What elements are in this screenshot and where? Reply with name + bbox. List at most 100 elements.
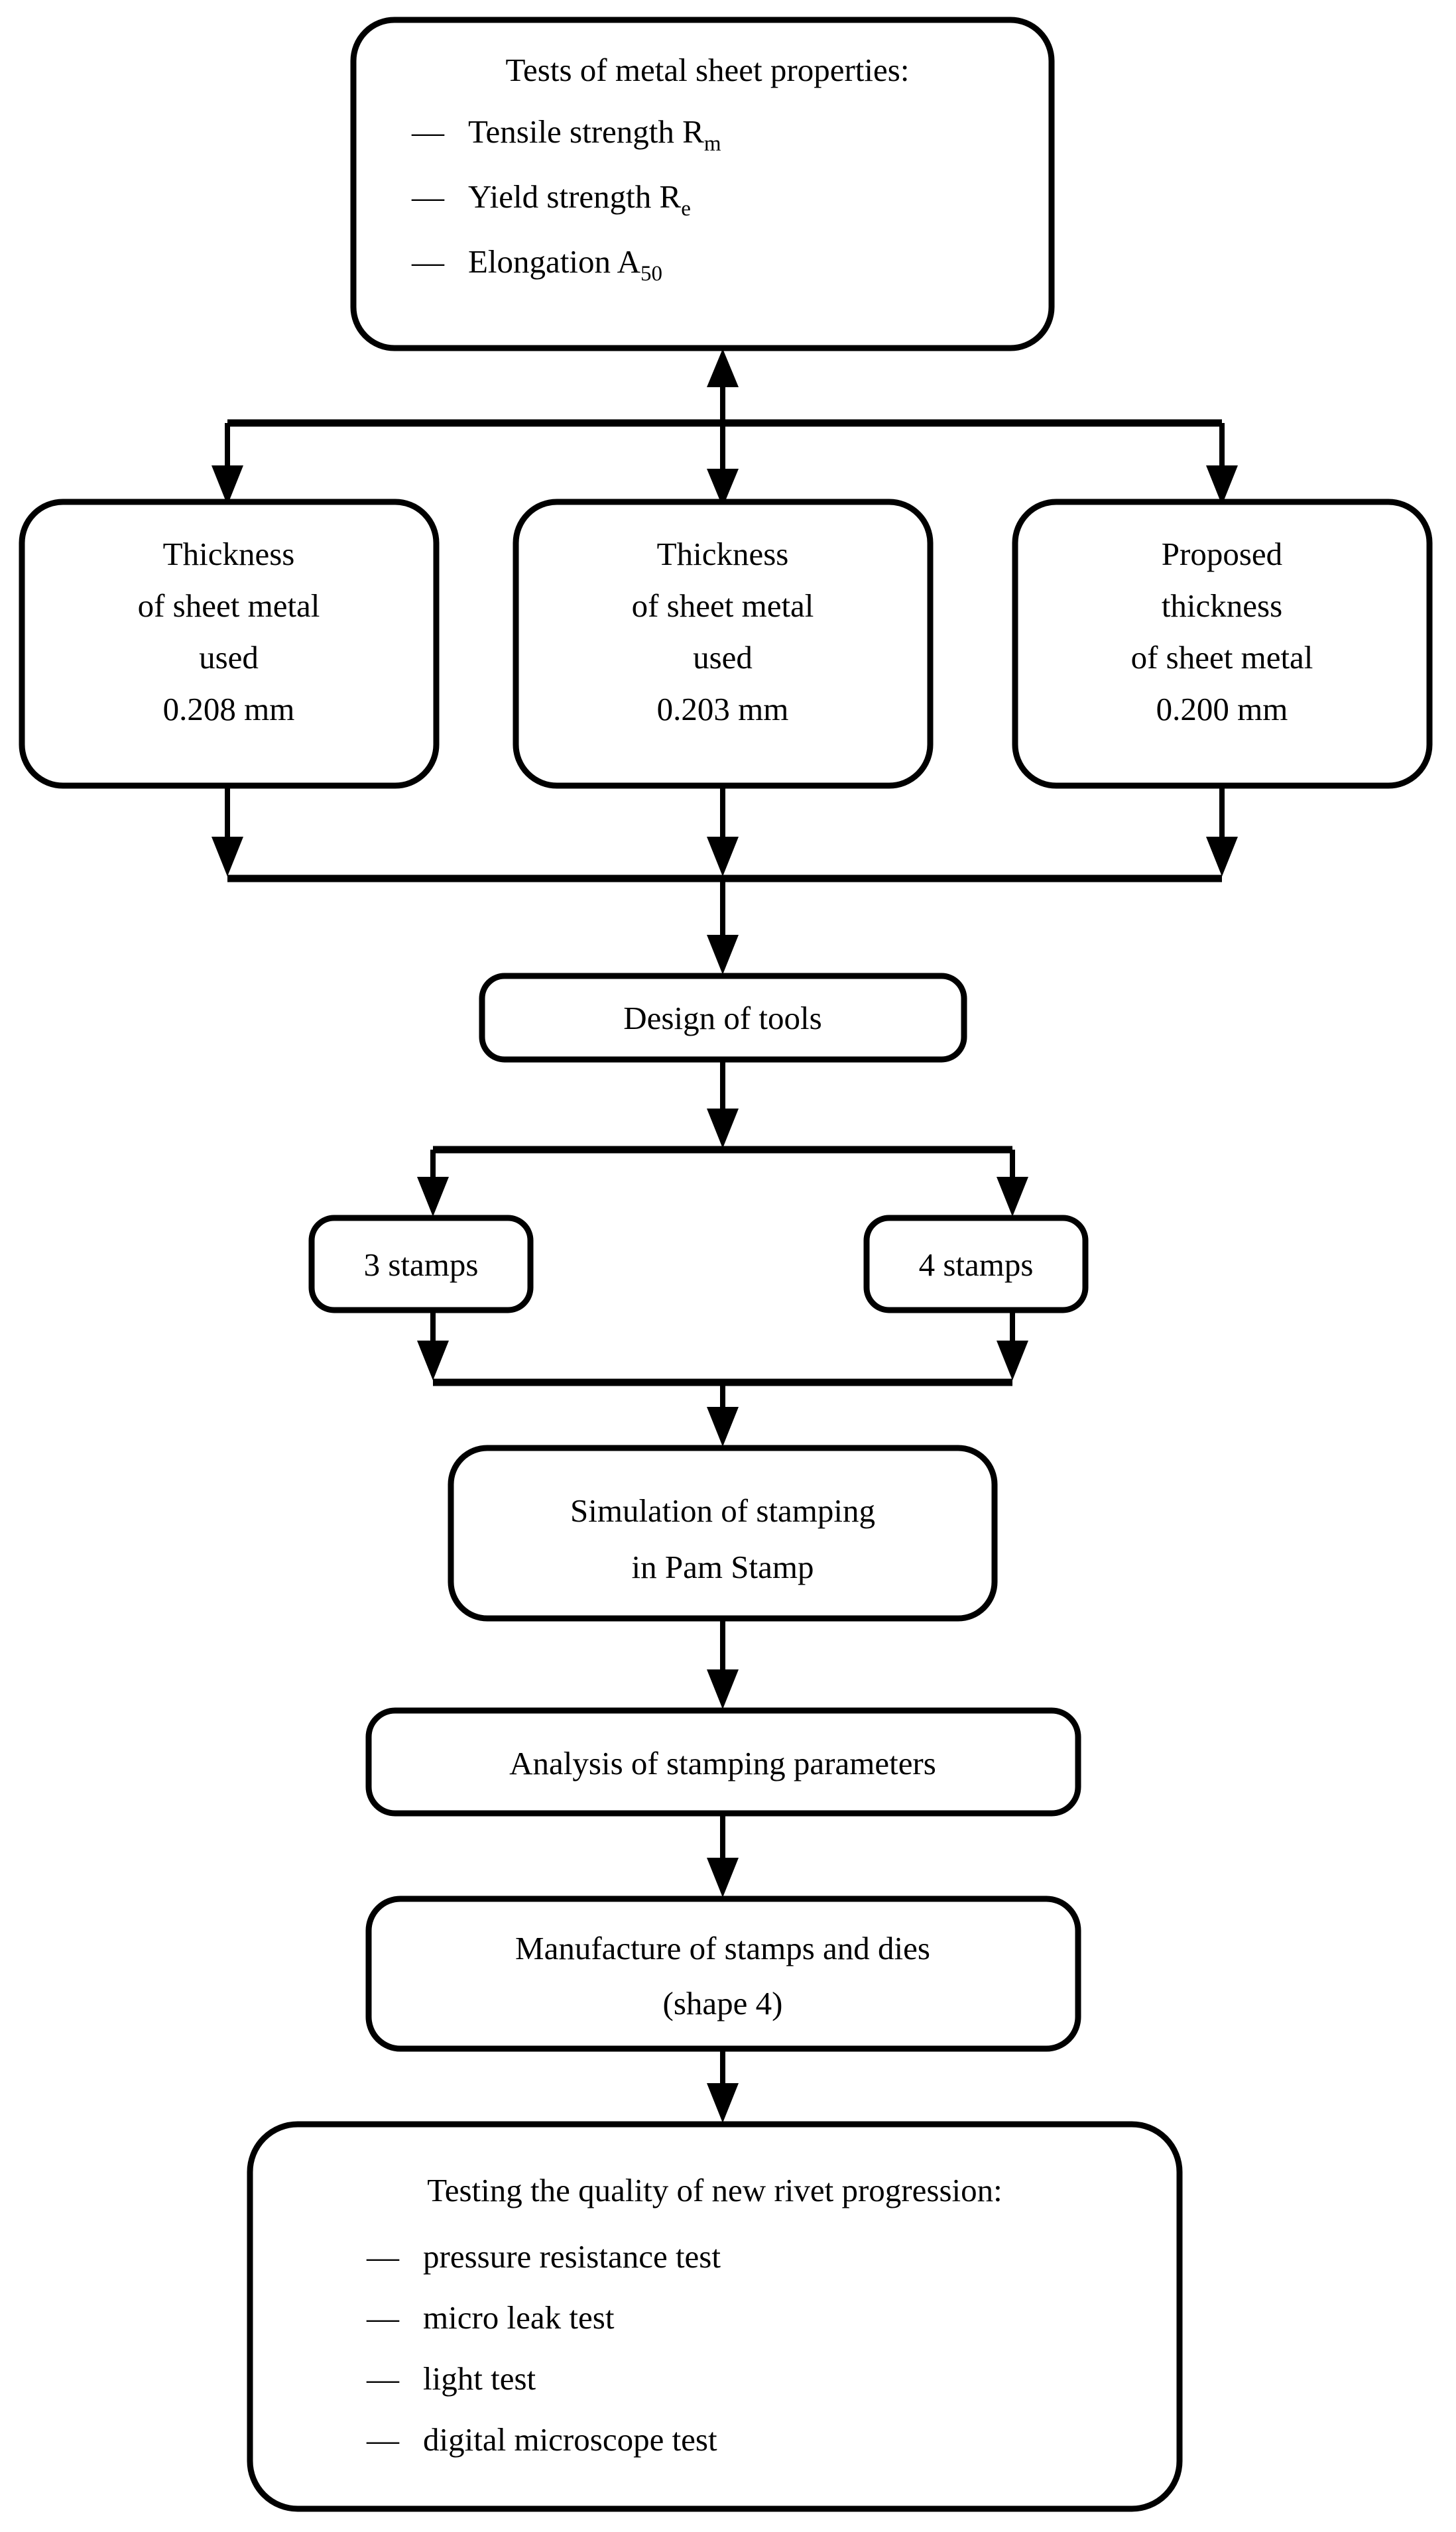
node-label: Design of tools bbox=[623, 1000, 821, 1036]
node-shape bbox=[19, 499, 440, 789]
node-line: of sheet metal bbox=[1131, 639, 1313, 676]
list-item-label: micro leak test bbox=[423, 2299, 615, 2336]
list-item: — Yield strength Re bbox=[411, 178, 691, 221]
list-item-subscript: 50 bbox=[640, 262, 662, 286]
node-shape bbox=[479, 973, 967, 1063]
arrow-head-down bbox=[707, 837, 739, 876]
edge-analysis-to-manufacture bbox=[707, 1813, 739, 1898]
edge-thickness-left-to-merge bbox=[212, 784, 243, 876]
node-thickness-0203[interactable]: Thickness of sheet metal used 0.203 mm bbox=[513, 499, 934, 789]
dash-icon: — bbox=[411, 178, 445, 215]
edge-merge-to-design bbox=[707, 878, 739, 975]
arrow-head-up bbox=[707, 349, 739, 387]
node-line: of sheet metal bbox=[632, 587, 814, 624]
node-line: (shape 4) bbox=[663, 1985, 783, 2021]
arrow-head-down bbox=[707, 1669, 739, 1709]
node-simulation-of-stamping[interactable]: Simulation of stamping in Pam Stamp bbox=[448, 1445, 998, 1622]
edge-stamps3-to-merge bbox=[417, 1310, 449, 1380]
arrow-head-down bbox=[417, 1177, 449, 1217]
node-line: Thickness bbox=[163, 536, 295, 572]
dash-icon: — bbox=[366, 2238, 400, 2275]
list-item: — digital microscope test bbox=[366, 2421, 717, 2458]
node-line: of sheet metal bbox=[138, 587, 320, 624]
node-label: Analysis of stamping parameters bbox=[509, 1745, 936, 1781]
node-shape bbox=[448, 1445, 998, 1622]
arrow-head-down bbox=[707, 1407, 739, 1447]
list-item-label: pressure resistance test bbox=[423, 2238, 721, 2275]
list-item: — Tensile strength Rm bbox=[411, 113, 721, 156]
node-thickness-0200-proposed[interactable]: Proposed thickness of sheet metal 0.200 … bbox=[1012, 499, 1433, 789]
list-item: — pressure resistance test bbox=[366, 2238, 721, 2275]
node-label: 4 stamps bbox=[919, 1246, 1034, 1283]
arrow-head-down bbox=[997, 1177, 1028, 1217]
node-tests-of-metal-sheet-properties[interactable]: Tests of metal sheet properties: — Tensi… bbox=[350, 17, 1055, 351]
list-item: — light test bbox=[366, 2360, 536, 2397]
edge-stamps4-to-merge bbox=[997, 1310, 1028, 1380]
edge-simulation-to-analysis bbox=[707, 1618, 739, 1709]
node-line: thickness bbox=[1162, 587, 1282, 624]
node-3-stamps[interactable]: 3 stamps bbox=[308, 1215, 534, 1313]
node-testing-quality-of-new-rivet-progression[interactable]: Testing the quality of new rivet progres… bbox=[247, 2121, 1183, 2512]
node-shape bbox=[513, 499, 934, 789]
node-4-stamps[interactable]: 4 stamps bbox=[863, 1215, 1089, 1313]
dash-icon: — bbox=[411, 113, 445, 150]
node-line: Manufacture of stamps and dies bbox=[515, 1930, 930, 1966]
node-line: Proposed bbox=[1162, 536, 1282, 572]
node-shape bbox=[350, 17, 1055, 351]
node-shape bbox=[1012, 499, 1433, 789]
node-value: 0.208 mm bbox=[163, 691, 295, 727]
node-design-of-tools[interactable]: Design of tools bbox=[479, 973, 967, 1063]
list-item-text: Elongation A bbox=[468, 243, 641, 280]
edge-split-to-stamps3 bbox=[417, 1150, 449, 1217]
edge-thickness-center-to-merge bbox=[707, 784, 739, 876]
node-line: used bbox=[199, 639, 259, 676]
list-item-label: Yield strength Re bbox=[468, 178, 691, 221]
arrow-head-down bbox=[997, 1341, 1028, 1380]
edge-tests-to-thickness-left bbox=[212, 423, 243, 505]
list-item: — micro leak test bbox=[366, 2299, 615, 2336]
list-item-text: Tensile strength R bbox=[468, 113, 704, 150]
edge-manufacture-to-testing bbox=[707, 2049, 739, 2123]
list-item: — Elongation A50 bbox=[411, 243, 662, 286]
edge-tests-to-thickness-right bbox=[1206, 423, 1238, 505]
node-shape bbox=[365, 1707, 1081, 1817]
node-line: used bbox=[693, 639, 753, 676]
list-item-text: Yield strength R bbox=[468, 178, 682, 215]
node-value: 0.203 mm bbox=[657, 691, 789, 727]
node-line: Thickness bbox=[657, 536, 789, 572]
arrow-head-down bbox=[707, 2083, 739, 2123]
node-manufacture-of-stamps-and-dies[interactable]: Manufacture of stamps and dies (shape 4) bbox=[365, 1896, 1081, 2052]
arrow-head-down bbox=[707, 1109, 739, 1148]
list-item-label: light test bbox=[423, 2360, 536, 2397]
arrow-head-down bbox=[707, 469, 739, 507]
list-item-subscript: m bbox=[704, 132, 721, 156]
node-shape bbox=[365, 1896, 1081, 2052]
edge-design-to-split bbox=[707, 1059, 739, 1148]
edge-split-to-stamps4 bbox=[997, 1150, 1028, 1217]
list-item-subscript: e bbox=[681, 197, 691, 221]
node-shape bbox=[247, 2121, 1183, 2512]
arrow-head-down bbox=[1206, 465, 1238, 505]
arrow-head-down bbox=[1206, 837, 1238, 876]
arrow-head-down bbox=[707, 935, 739, 975]
node-heading: Tests of metal sheet properties: bbox=[506, 52, 910, 88]
node-thickness-0208[interactable]: Thickness of sheet metal used 0.208 mm bbox=[19, 499, 440, 789]
arrow-head-down bbox=[212, 465, 243, 505]
list-item-label: Tensile strength Rm bbox=[468, 113, 721, 156]
edge-thickness-right-to-merge bbox=[1206, 784, 1238, 876]
dash-icon: — bbox=[366, 2360, 400, 2397]
node-analysis-of-stamping-parameters[interactable]: Analysis of stamping parameters bbox=[365, 1707, 1081, 1817]
node-value: 0.200 mm bbox=[1156, 691, 1288, 727]
node-shape bbox=[308, 1215, 534, 1313]
node-line: Simulation of stamping bbox=[570, 1492, 875, 1529]
arrow-head-down bbox=[707, 1858, 739, 1898]
dash-icon: — bbox=[411, 243, 445, 280]
list-item-label: digital microscope test bbox=[423, 2421, 717, 2458]
list-item-label: Elongation A50 bbox=[468, 243, 662, 286]
node-heading: Testing the quality of new rivet progres… bbox=[427, 2172, 1002, 2208]
dash-icon: — bbox=[366, 2299, 400, 2336]
node-shape bbox=[863, 1215, 1089, 1313]
dash-icon: — bbox=[366, 2421, 400, 2458]
